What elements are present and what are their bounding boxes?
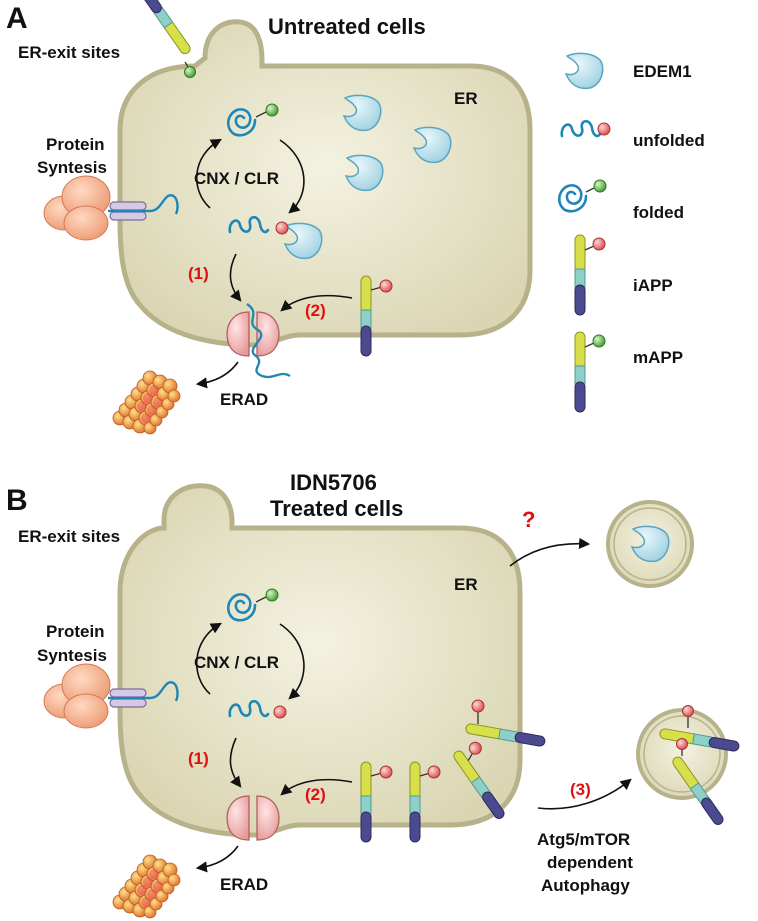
edem1-icon (565, 52, 604, 90)
er-label-a: ER (454, 89, 478, 108)
nascent-chain (108, 194, 179, 215)
iapp-icon (574, 234, 606, 316)
mapp-icon (574, 331, 606, 413)
legend: EDEM1 unfolded folded iAPP mAPP (557, 52, 705, 413)
green-sugar-icon (184, 66, 196, 78)
unfolded-protein-b (228, 699, 287, 719)
legend-label-mapp: mAPP (633, 348, 683, 367)
panel-b: B IDN5706 Treated cells ER-exit sites ER… (6, 470, 741, 919)
nascent-chain (108, 681, 179, 702)
panel-a-title: Untreated cells (268, 14, 426, 39)
step1-arrow-a (229, 253, 242, 302)
folded-protein-a (226, 103, 279, 137)
autophagy-arrow (537, 778, 632, 810)
cycle-arrow-up-a (196, 138, 222, 209)
panel-b-letter: B (6, 484, 28, 517)
autophagy-label-3: Autophagy (541, 876, 630, 895)
cycle-arrow-up-b (196, 622, 222, 695)
proteasome-icon (112, 854, 181, 919)
iapp-membrane-b-3 (451, 741, 507, 821)
erad-label-b: ERAD (220, 875, 268, 894)
unfolded-edem-complex-a (228, 215, 323, 260)
legend-label-folded: folded (633, 203, 684, 222)
panel-a: A Untreated cells ER-exit sites ER Prote… (6, 0, 533, 435)
degradation-arrow-a (195, 361, 239, 389)
erad-label-a: ERAD (220, 390, 268, 409)
proteasome-icon (112, 370, 181, 435)
folded-protein-b (226, 588, 279, 622)
cycle-arrow-down-a (279, 139, 305, 214)
iapp-membrane-b-2 (409, 761, 441, 843)
step2-label-a: (2) (305, 301, 326, 320)
step1-label-a: (1) (188, 264, 209, 283)
legend-label-unfolded: unfolded (633, 131, 705, 150)
protein-label-a-1: Protein (46, 135, 105, 154)
er-label-b: ER (454, 575, 478, 594)
cycle-arrow-down-b (279, 623, 305, 700)
iapp-membrane-a (360, 275, 393, 357)
panel-b-title-2: Treated cells (270, 496, 403, 521)
step3-label-b: (3) (570, 780, 591, 799)
ribosome-icon (43, 663, 111, 729)
unfolded-protein-icon (560, 119, 602, 138)
panel-a-letter: A (6, 2, 28, 35)
protein-label-b-2: Syntesis (37, 646, 107, 665)
step2-arrow-b (280, 778, 353, 796)
degradation-arrow-b (195, 845, 239, 873)
autophagy-label-2: dependent (547, 853, 633, 872)
ribosome-icon (43, 175, 111, 241)
unknown-pathway-label: ? (522, 507, 535, 532)
mapp-exiting-a (137, 0, 193, 57)
step1-arrow-b (229, 737, 242, 788)
edem-export-arrow (509, 537, 591, 567)
protein-label-b-1: Protein (46, 622, 105, 641)
protein-label-a-2: Syntesis (37, 158, 107, 177)
retrotranslocated-chain (246, 303, 291, 379)
legend-label-iapp: iAPP (633, 276, 673, 295)
er-exit-label-b: ER-exit sites (18, 527, 120, 546)
cnx-clr-label-b: CNX / CLR (194, 653, 279, 672)
er-compartment-a (117, 19, 533, 348)
cnx-clr-label-a: CNX / CLR (194, 169, 279, 188)
er-compartment-b (117, 483, 523, 838)
step1-label-b: (1) (188, 749, 209, 768)
step2-label-b: (2) (305, 785, 326, 804)
er-exit-label-a: ER-exit sites (18, 43, 120, 62)
autophagy-label-1: Atg5/mTOR (537, 830, 630, 849)
step2-arrow-a (280, 294, 353, 312)
panel-b-title-1: IDN5706 (290, 470, 377, 495)
iapp-membrane-b-1 (360, 761, 393, 843)
folded-protein-icon (557, 184, 588, 213)
legend-label-edem1: EDEM1 (633, 62, 692, 81)
